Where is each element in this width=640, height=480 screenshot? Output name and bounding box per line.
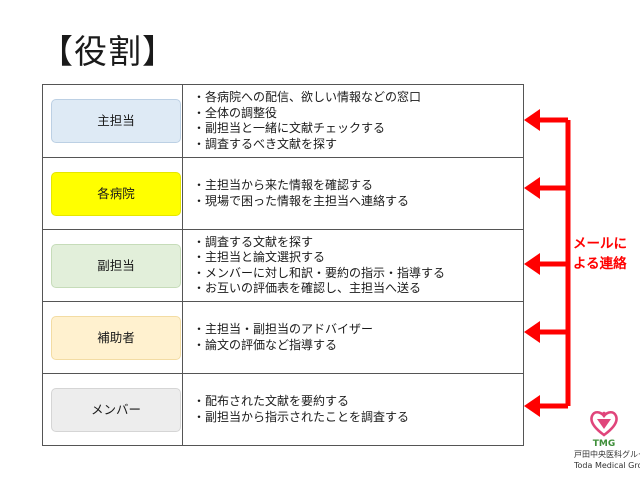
bracket-arrow-1 [524, 109, 568, 131]
description-line: ・調査するべき文献を探す [193, 136, 338, 151]
description-line: ・論文の評価など指導する [193, 337, 338, 352]
bracket-arrow-2 [524, 177, 568, 199]
role-row-sub: 副担当 ・調査する文献を探す ・主担当と論文選択する ・メンバーに対し和訳・要約… [43, 229, 523, 301]
role-cell: メンバー [43, 374, 183, 445]
roles-table: 主担当 ・各病院への配信、欲しい情報などの窓口 ・全体の調整役 ・副担当と一緒に… [42, 84, 524, 446]
role-box-hospitals: 各病院 [51, 171, 181, 216]
description-line: ・調査する文献を探す [193, 234, 314, 249]
role-row-member: メンバー ・配布された文献を要約する ・副担当から指示されたことを調査する [43, 373, 523, 445]
description-line: ・現場で困った情報を主担当へ連絡する [193, 193, 410, 208]
role-description: ・主担当・副担当のアドバイザー ・論文の評価など指導する [193, 302, 519, 373]
role-box-main: 主担当 [51, 99, 181, 143]
page-title: 【役割】 [40, 32, 176, 71]
description-line: ・副担当から指示されたことを調査する [193, 409, 410, 424]
role-cell: 主担当 [43, 85, 183, 157]
bracket-arrow-5 [524, 395, 568, 417]
description-line: ・主担当と論文選択する [193, 250, 326, 264]
role-row-main: 主担当 ・各病院への配信、欲しい情報などの窓口 ・全体の調整役 ・副担当と一緒に… [43, 85, 523, 157]
mail-note-line: よる連絡 [573, 256, 627, 272]
description-line: ・全体の調整役 [193, 105, 278, 120]
mail-contact-note: メールに よる連絡 [573, 234, 627, 274]
description-line: ・主担当・副担当のアドバイザー [193, 322, 374, 336]
mail-connector-bracket [524, 109, 571, 417]
description-line: ・配布された文献を要約する [193, 394, 350, 408]
role-box-sub: 副担当 [51, 243, 181, 288]
role-row-hospitals: 各病院 ・主担当から来た情報を確認する ・現場で困った情報を主担当へ連絡する [43, 157, 523, 229]
mail-note-line: メールに [573, 236, 627, 252]
bracket-arrow-4 [524, 321, 568, 343]
role-description: ・各病院への配信、欲しい情報などの窓口 ・全体の調整役 ・副担当と一緒に文献チェ… [193, 85, 519, 157]
role-description: ・調査する文献を探す ・主担当と論文選択する ・メンバーに対し和訳・要約の指示・… [193, 230, 519, 301]
role-cell: 各病院 [43, 158, 183, 229]
description-line: ・各病院への配信、欲しい情報などの窓口 [193, 90, 422, 104]
role-box-assistant: 補助者 [51, 315, 181, 360]
tmg-logo: TMG 戸田中央医科グループ Toda Medical Group [574, 408, 640, 476]
role-cell: 補助者 [43, 302, 183, 373]
tmg-heart-icon [590, 410, 618, 437]
role-row-assistant: 補助者 ・主担当・副担当のアドバイザー ・論文の評価など指導する [43, 301, 523, 373]
logo-name-en: Toda Medical Group [574, 461, 640, 470]
bracket-arrow-3 [524, 253, 568, 275]
role-description: ・主担当から来た情報を確認する ・現場で困った情報を主担当へ連絡する [193, 158, 519, 229]
role-description: ・配布された文献を要約する ・副担当から指示されたことを調査する [193, 374, 519, 445]
description-line: ・主担当から来た情報を確認する [193, 178, 374, 192]
description-line: ・お互いの評価表を確認し、主担当へ送る [193, 281, 422, 295]
role-cell: 副担当 [43, 230, 183, 301]
logo-abbr: TMG [592, 439, 616, 449]
description-line: ・メンバーに対し和訳・要約の指示・指導する [193, 265, 446, 280]
description-line: ・副担当と一緒に文献チェックする [193, 121, 386, 135]
logo-name-jp: 戸田中央医科グループ [574, 450, 640, 459]
role-box-member: メンバー [51, 387, 181, 432]
